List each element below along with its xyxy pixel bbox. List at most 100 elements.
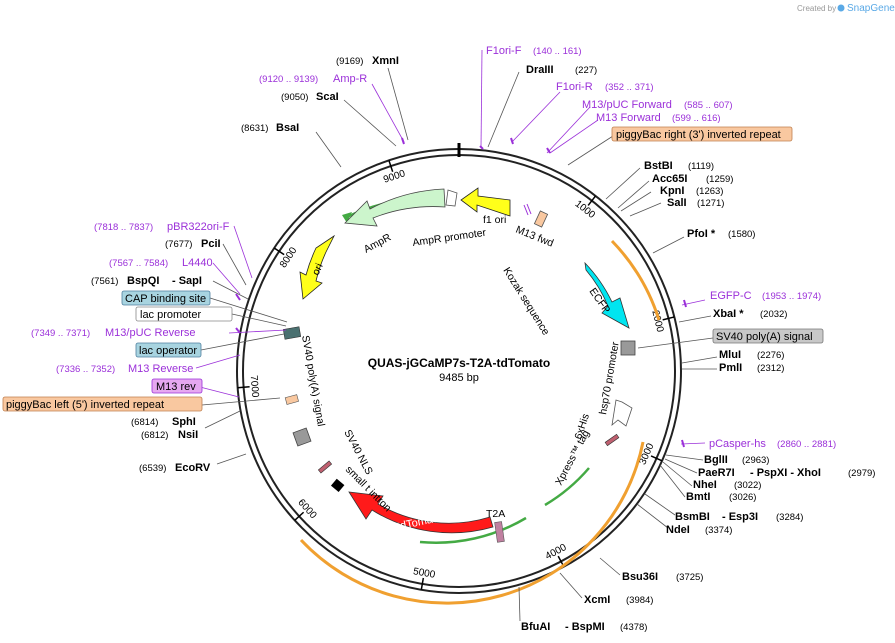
green-arc-lower — [419, 516, 527, 544]
enzyme-nsii: NsiI — [178, 429, 198, 441]
enzyme-pos-ndei: (3374) — [705, 525, 732, 536]
enzyme-xcmi: XcmI — [584, 594, 610, 606]
enzyme-pos-scai: (9050) — [281, 92, 308, 103]
enzyme-pos-pcii: (7677) — [165, 239, 192, 250]
f1-ori-label: f1 ori — [483, 214, 506, 226]
ruler-tick — [388, 160, 394, 172]
enzyme-pos-sali: (1271) — [697, 198, 724, 209]
t2a-marker — [494, 521, 505, 543]
enzyme-pos-pmli: (2312) — [757, 363, 784, 374]
enzyme-pos-bsai: (8631) — [241, 123, 268, 134]
box-lac-operator-label: lac operator — [139, 345, 197, 357]
enzyme-pos-bsu36i: (3725) — [676, 572, 703, 583]
enzyme-bmti: BmtI — [686, 491, 710, 503]
ampr-label: AmpR — [362, 231, 394, 255]
primer-pos-m13-puc-reverse: (7349 .. 7371) — [31, 328, 90, 339]
enzyme-pos-xbai: (2032) — [760, 309, 787, 320]
primer-pos-m13-reverse: (7336 .. 7352) — [56, 364, 115, 375]
enzyme-scai: ScaI — [316, 91, 339, 103]
plasmid-size: 9485 bp — [439, 372, 479, 384]
primer-egfp-c: EGFP-C — [710, 290, 752, 302]
hsp70-promoter-arrow — [611, 399, 633, 427]
ampr-promoter-arrow — [445, 189, 458, 207]
enzyme-pos-draiii: (227) — [575, 65, 597, 76]
primer-m13-forward: M13 Forward — [596, 112, 661, 124]
ruler-label: 2000 — [649, 309, 665, 334]
sv40-polya-label: SV40 poly(A) signal — [299, 334, 327, 427]
primer-l4440: L4440 — [182, 257, 213, 269]
box-piggybac-left-label: piggyBac left (5') inverted repeat — [6, 399, 164, 411]
enzyme-pos-bfuai: (4378) — [620, 622, 647, 633]
m13-fwd-label: M13 fwd — [514, 224, 555, 250]
enzyme-labels: (9169) XmnI DraIII (227) (9050) ScaI (86… — [91, 55, 875, 633]
enzyme-pspxi-xhoi: - PspXI - XhoI — [750, 467, 821, 479]
ruler-label: 5000 — [412, 566, 436, 581]
f1-ori-arrow — [460, 187, 511, 217]
boxed-feature-labels: piggyBac right (3') inverted repeat CAP … — [2, 126, 824, 412]
primer-f1ori-f: F1ori-F — [486, 45, 522, 57]
enzyme-pos-paer7i: (2979) — [848, 468, 875, 479]
ruler-label: 9000 — [382, 168, 407, 186]
primer-labels: F1ori-F (140 .. 161) (9120 .. 9139) Amp-… — [31, 45, 836, 450]
enzyme-draiii: DraIII — [526, 64, 554, 76]
enzyme-paer7i: PaeR7I — [698, 467, 735, 479]
primer-pos-f1ori-r: (352 .. 371) — [605, 82, 654, 93]
ruler-tick — [273, 247, 285, 256]
enzyme-ndei: NdeI — [666, 524, 690, 536]
box-sv40-polya-signal — [712, 328, 824, 344]
ruler-tick — [650, 455, 663, 462]
enzyme-kpni: KpnI — [660, 185, 684, 197]
enzyme-pos-bstbi: (1119) — [688, 161, 714, 172]
box-piggybac-right-label: piggyBac right (3') inverted repeat — [616, 129, 781, 141]
enzyme-sali: SalI — [667, 197, 687, 209]
primer-pos-l4440: (7567 .. 7584) — [109, 258, 168, 269]
ori-arrow — [299, 234, 336, 300]
primer-pos-pcasper-hs: (2860 .. 2881) — [777, 439, 836, 450]
sv40-polya-box-right — [620, 340, 636, 356]
enzyme-pos-xmni: (9169) — [336, 56, 363, 67]
lac-operon-marker — [282, 326, 302, 340]
primer-pbr322ori-f: pBR322ori-F — [167, 221, 230, 233]
enzyme-pos-bsmbi: (3284) — [776, 512, 803, 523]
enzyme-pos-xcmi: (3984) — [626, 595, 653, 606]
primer-pos-m13-forward: (599 .. 616) — [672, 113, 721, 124]
enzyme-xbai: XbaI * — [713, 308, 744, 320]
ruler-tick — [420, 577, 425, 590]
primer-m13-puc-reverse: M13/pUC Reverse — [105, 327, 195, 339]
enzyme-esp3i: - Esp3I — [722, 511, 758, 523]
tdtomato-arrow — [348, 491, 494, 534]
piggybac-left-marker — [284, 394, 299, 405]
ruler-label: 7000 — [248, 375, 261, 398]
snapgene-brand: SnapGene — [847, 3, 895, 14]
enzyme-acc65i: Acc65I — [652, 173, 687, 185]
orange-arc-right — [610, 239, 661, 321]
box-piggybac-left — [2, 396, 203, 412]
small-t-intron-marker — [330, 478, 345, 493]
enzyme-pos-acc65i: (1259) — [706, 174, 733, 185]
enzyme-bsmbi: BsmBI — [675, 511, 710, 523]
box-m13-rev — [151, 378, 203, 394]
enzyme-pfoi: PfoI * — [687, 228, 716, 240]
enzyme-nhei: NheI — [693, 479, 717, 491]
ruler-tick — [294, 511, 305, 521]
enzyme-pmli: PmlI — [719, 362, 742, 374]
enzyme-sphi: SphI — [172, 416, 196, 428]
box-lac-promoter — [135, 306, 233, 322]
leader-lines — [195, 49, 718, 622]
enzyme-bspqi: BspQI — [127, 275, 159, 287]
enzyme-pos-kpni: (1263) — [696, 186, 723, 197]
enzyme-pcii: PciI — [201, 238, 221, 250]
enzyme-bglii: BglII — [704, 454, 728, 466]
primer-m13-puc-forward: M13/pUC Forward — [582, 99, 672, 111]
enzyme-bfuai: BfuAI — [521, 621, 550, 633]
enzyme-pos-bspqi: (7561) — [91, 276, 118, 287]
ruler-tick — [662, 316, 675, 321]
plasmid-title: QUAS-jGCaMP7s-T2A-tdTomato — [368, 356, 550, 370]
ampr-promoter-label: AmpR promoter — [412, 227, 488, 249]
enzyme-sapi: - SapI — [172, 275, 202, 287]
created-by-text: Created by — [797, 4, 836, 13]
sv40-nls-marker — [317, 460, 333, 474]
ecfp-arrow — [584, 261, 630, 329]
